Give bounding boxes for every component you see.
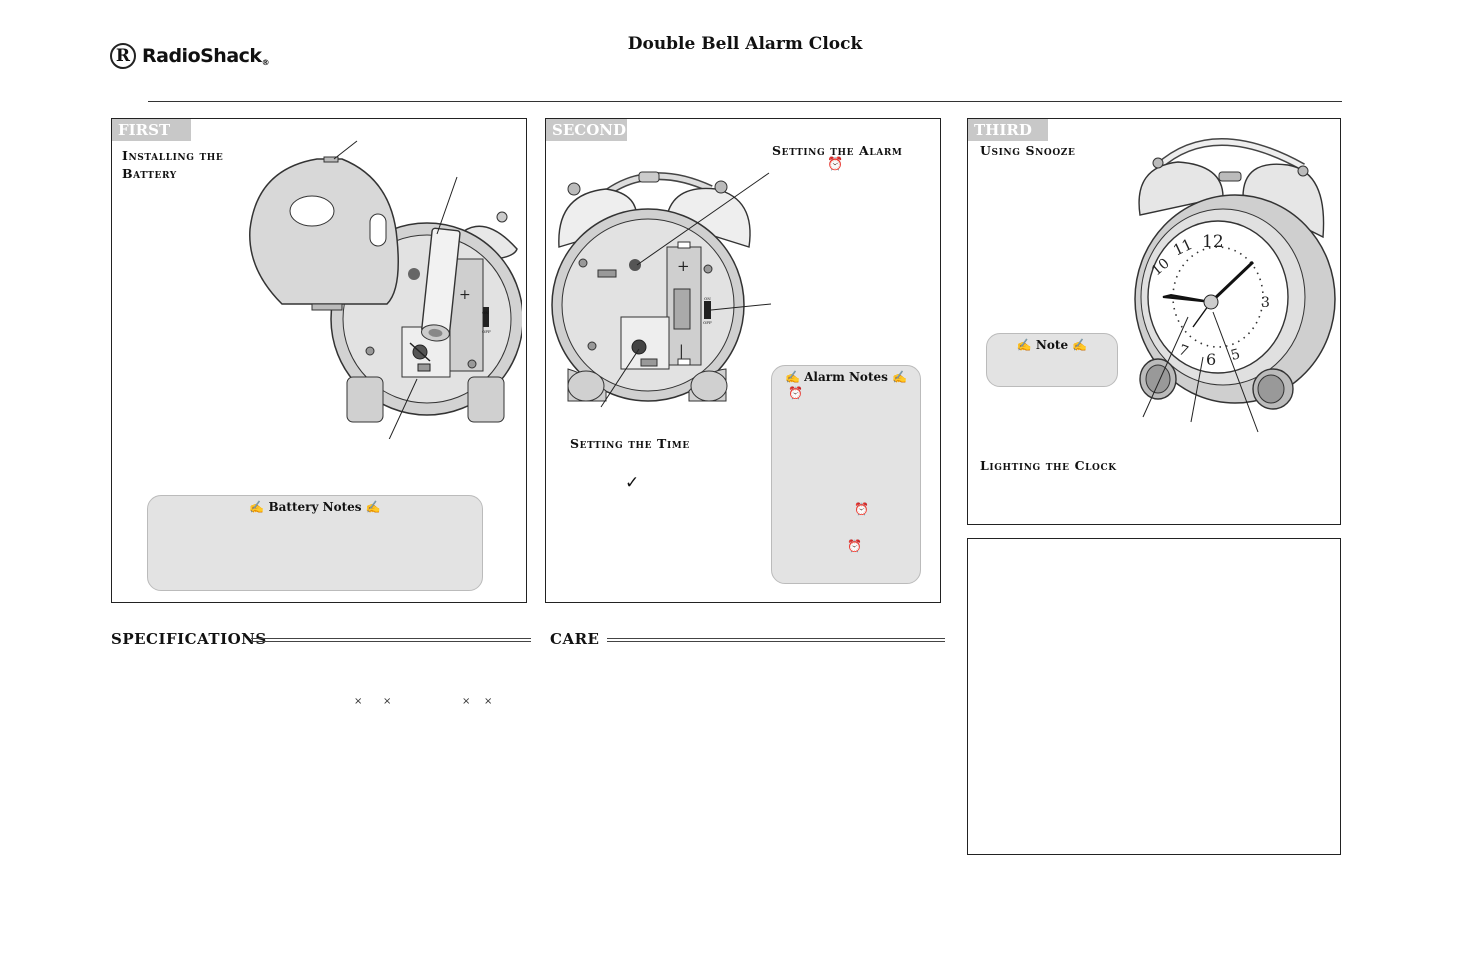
battery-compartment-illustration: + ON OFF [249, 140, 522, 439]
svg-text:+: + [677, 257, 690, 275]
dimension-mark: × [383, 696, 392, 707]
section-care: CARE [550, 630, 600, 648]
second-switch-off-label: OFF [703, 320, 712, 325]
battery-notes-title: ✍ Battery Notes ✍ [249, 500, 381, 514]
svg-text:6: 6 [1206, 350, 1216, 369]
note-pencil-icon: ✍ [249, 500, 265, 514]
panel-tag-second: SECOND [546, 119, 627, 141]
header-rule [148, 101, 1342, 102]
alarm-bell-icon: ⏰ [854, 502, 869, 516]
panel-blank [967, 538, 1341, 855]
snooze-note-box: ✍ Note ✍ [986, 333, 1118, 387]
panel-tag-third: THIRD [968, 119, 1048, 141]
note-pencil-icon: ✍ [365, 500, 381, 514]
svg-text:3: 3 [1261, 295, 1270, 311]
heading-using-snooze: Using Snooze [980, 143, 1076, 158]
alarm-bell-icon: ⏰ [847, 539, 862, 553]
clock-face-illustration: 12 11 10 3 6 5 7 [1134, 138, 1336, 433]
svg-text:|: | [679, 343, 684, 359]
heading-lighting-clock: Lighting the Clock [980, 458, 1117, 473]
note-pencil-icon: ✍ [784, 370, 800, 384]
dimension-mark: × [354, 696, 363, 707]
first-switch-off-label: OFF [482, 329, 491, 334]
panel-second: SECOND Setting the Alarm ⏰ + | [545, 118, 941, 603]
checkmark-icon: ✓ [625, 473, 640, 493]
section-specifications: SPECIFICATIONS [111, 630, 267, 648]
panel-first: FIRST Installing the Battery + ON OFF [111, 118, 527, 603]
care-rule [607, 638, 945, 642]
logo-mark: R [110, 43, 136, 69]
dimension-mark: × [484, 696, 493, 707]
logo-text: RadioShack® [142, 45, 270, 67]
panel-third: THIRD Using Snooze 12 11 10 3 6 5 7 [967, 118, 1341, 525]
note-pencil-icon: ✍ [1016, 338, 1032, 352]
heading-installing-battery: Installing the Battery [122, 148, 224, 181]
note-pencil-icon: ✍ [1072, 338, 1088, 352]
alarm-bell-icon: ⏰ [827, 157, 844, 172]
document-title: Double Bell Alarm Clock [627, 34, 863, 54]
alarm-notes-title: ✍ Alarm Notes ✍ [784, 370, 908, 384]
snooze-note-title: ✍ Note ✍ [1016, 338, 1088, 352]
heading-setting-alarm: Setting the Alarm [772, 143, 903, 158]
radioshack-logo: R RadioShack® [110, 40, 280, 72]
second-switch-on-label: ON [704, 296, 711, 301]
alarm-bell-icon: ⏰ [788, 386, 803, 400]
heading-setting-time: Setting the Time [570, 436, 690, 451]
note-pencil-icon: ✍ [892, 370, 908, 384]
battery-notes-box: ✍ Battery Notes ✍ [147, 495, 483, 591]
clock-back-illustration: + | ON OFF [551, 171, 772, 408]
panel-tag-first: FIRST [112, 119, 191, 141]
svg-text:5: 5 [1229, 346, 1242, 364]
svg-text:12: 12 [1202, 232, 1224, 252]
first-switch-on-label: ON [482, 310, 489, 315]
alarm-notes-box: ✍ Alarm Notes ✍ ⏰ ⏰ ⏰ [771, 365, 921, 584]
svg-text:+: + [459, 287, 471, 303]
dimension-mark: × [462, 696, 471, 707]
specifications-rule [251, 638, 531, 642]
